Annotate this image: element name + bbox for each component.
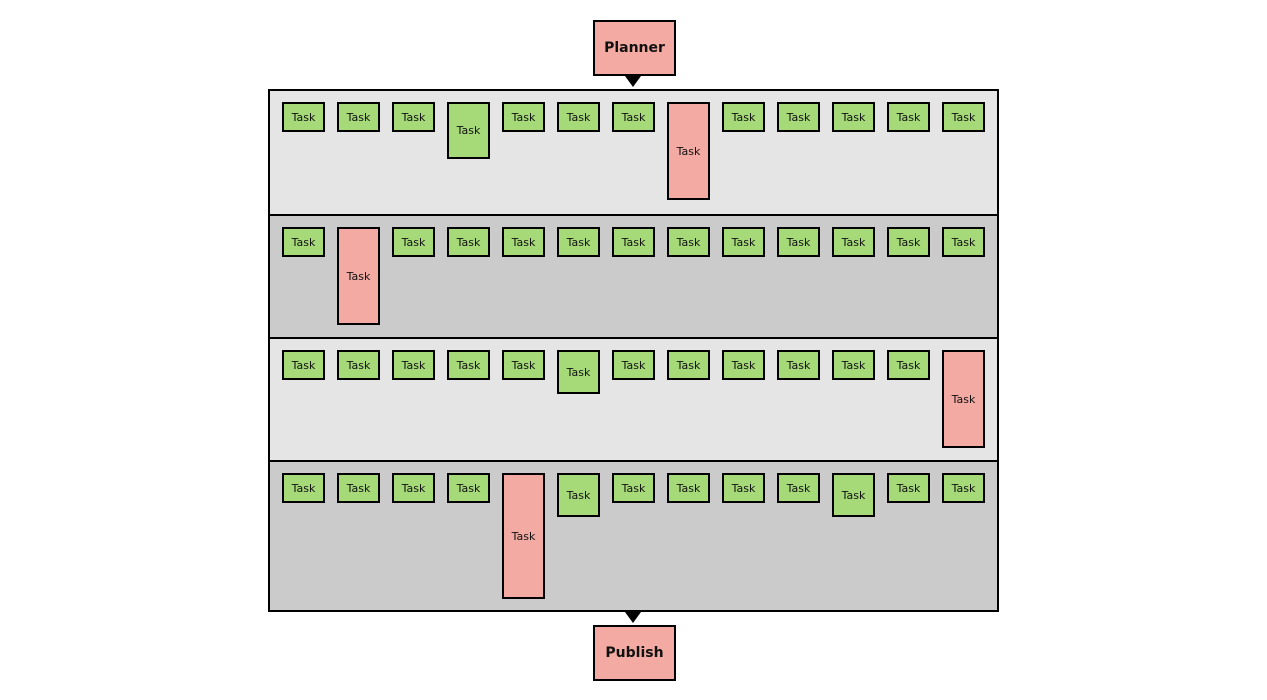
task-node[interactable]: Task xyxy=(777,102,820,132)
task-node[interactable]: Task xyxy=(502,473,545,599)
lane-4: Task Task Task Task Task Task Task Task Task Task… xyxy=(270,460,997,610)
task-node[interactable]: Task xyxy=(447,473,490,503)
task-node[interactable]: Task xyxy=(942,227,985,257)
task-node[interactable]: Task xyxy=(722,102,765,132)
task-node[interactable]: Task xyxy=(942,350,985,448)
task-node[interactable]: Task xyxy=(282,473,325,503)
task-node[interactable]: Task xyxy=(392,473,435,503)
task-node[interactable]: Task xyxy=(667,350,710,380)
task-node[interactable]: Task xyxy=(502,102,545,132)
publish-node[interactable]: Publish xyxy=(593,625,676,681)
task-node[interactable]: Task xyxy=(392,227,435,257)
task-node[interactable]: Task xyxy=(557,350,600,394)
task-node[interactable]: Task xyxy=(612,102,655,132)
task-node[interactable]: Task xyxy=(667,102,710,200)
task-node[interactable]: Task xyxy=(887,350,930,380)
task-node[interactable]: Task xyxy=(832,102,875,132)
task-node[interactable]: Task xyxy=(722,473,765,503)
task-node[interactable]: Task xyxy=(832,350,875,380)
task-node[interactable]: Task xyxy=(722,227,765,257)
task-node[interactable]: Task xyxy=(832,227,875,257)
task-node[interactable]: Task xyxy=(942,102,985,132)
task-node[interactable]: Task xyxy=(447,350,490,380)
task-node[interactable]: Task xyxy=(887,102,930,132)
task-node[interactable]: Task xyxy=(887,227,930,257)
planner-node[interactable]: Planner xyxy=(593,20,676,76)
task-node[interactable]: Task xyxy=(337,473,380,503)
task-node[interactable]: Task xyxy=(337,102,380,132)
lane-1: Task Task Task Task Task Task Task Task Task Task… xyxy=(270,91,997,214)
task-node[interactable]: Task xyxy=(777,227,820,257)
lane-2: Task Task Task Task Task Task Task Task Task Task… xyxy=(270,214,997,337)
task-node[interactable]: Task xyxy=(392,102,435,132)
task-node[interactable]: Task xyxy=(722,350,765,380)
task-node[interactable]: Task xyxy=(887,473,930,503)
task-node[interactable]: Task xyxy=(337,227,380,325)
task-node[interactable]: Task xyxy=(832,473,875,517)
task-node[interactable]: Task xyxy=(282,102,325,132)
task-node[interactable]: Task xyxy=(502,350,545,380)
task-node[interactable]: Task xyxy=(667,227,710,257)
task-node[interactable]: Task xyxy=(777,473,820,503)
task-node[interactable]: Task xyxy=(777,350,820,380)
task-node[interactable]: Task xyxy=(282,350,325,380)
task-node[interactable]: Task xyxy=(612,473,655,503)
task-node[interactable]: Task xyxy=(612,227,655,257)
lane-3: Task Task Task Task Task Task Task Task Task Task… xyxy=(270,337,997,460)
task-node[interactable]: Task xyxy=(392,350,435,380)
task-node[interactable]: Task xyxy=(667,473,710,503)
arrow-down-icon xyxy=(625,612,641,623)
task-node[interactable]: Task xyxy=(447,102,490,159)
task-node[interactable]: Task xyxy=(942,473,985,503)
task-node[interactable]: Task xyxy=(502,227,545,257)
task-node[interactable]: Task xyxy=(337,350,380,380)
task-node[interactable]: Task xyxy=(612,350,655,380)
task-node[interactable]: Task xyxy=(557,102,600,132)
arrow-down-icon xyxy=(625,76,641,87)
task-node[interactable]: Task xyxy=(557,473,600,517)
task-node[interactable]: Task xyxy=(282,227,325,257)
task-node[interactable]: Task xyxy=(557,227,600,257)
task-node[interactable]: Task xyxy=(447,227,490,257)
